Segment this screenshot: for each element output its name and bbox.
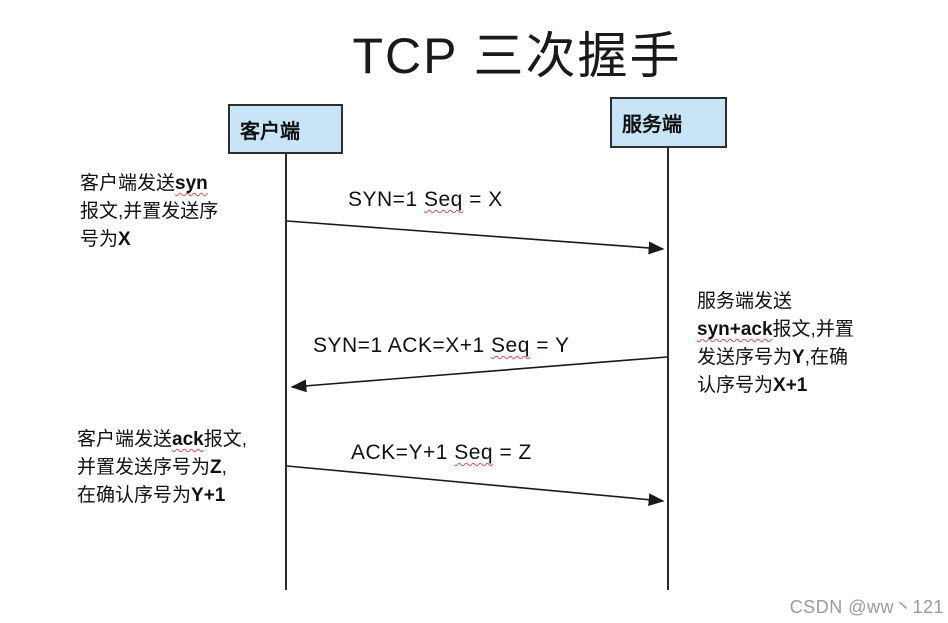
- synack-arrow: [290, 356, 668, 393]
- ack-arrow: [286, 465, 665, 507]
- client-actor-box: 客户端: [228, 104, 343, 154]
- server-actor-box: 服务端: [610, 97, 727, 148]
- syn-arrow: [286, 220, 665, 255]
- diagram-title: TCP 三次握手: [352, 28, 682, 84]
- csdn-watermark: CSDN @ww丶121: [789, 597, 944, 617]
- client-ack-annotation: 客户端发送ack报文,并置发送序号为Z,在确认序号为Y+1: [77, 429, 247, 506]
- server-actor-label: 服务端: [622, 114, 682, 136]
- syn-message-label: SYN=1 Seq = X: [348, 188, 503, 211]
- client-actor-label: 客户端: [240, 120, 300, 143]
- ack-message-label: ACK=Y+1 Seq = Z: [351, 441, 532, 464]
- synack-message-label: SYN=1 ACK=X+1 Seq = Y: [313, 334, 570, 357]
